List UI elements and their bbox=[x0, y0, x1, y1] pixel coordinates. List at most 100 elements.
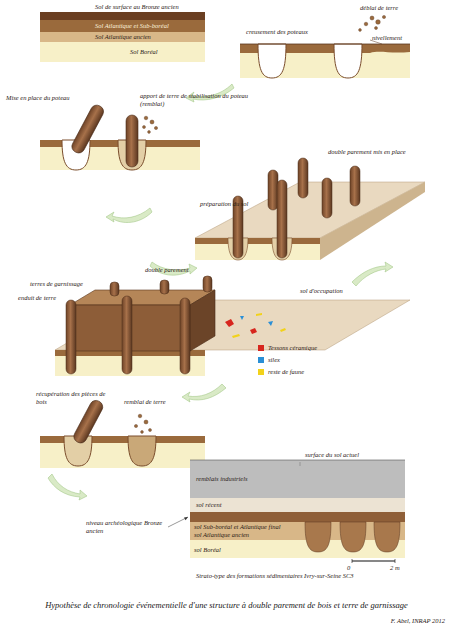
drawing-path bbox=[250, 328, 257, 334]
drawing-line bbox=[240, 44, 410, 45]
drawing-rect bbox=[240, 44, 410, 78]
annotation-label: nivellement bbox=[372, 34, 427, 42]
annotation-label: apport de terre de stabilisation du pote… bbox=[140, 92, 250, 108]
drawing-circle bbox=[143, 126, 146, 129]
drawing-rect bbox=[40, 140, 200, 170]
drawing-rect bbox=[40, 42, 205, 62]
drawing-rect bbox=[40, 32, 205, 42]
drawing-rect bbox=[180, 298, 190, 374]
legend-swatch bbox=[258, 357, 264, 363]
drawing-circle bbox=[150, 120, 154, 124]
drawing-path bbox=[305, 522, 331, 552]
legend-text: reste de faune bbox=[268, 368, 304, 376]
drawing-circle bbox=[375, 27, 378, 30]
drawing-path bbox=[128, 436, 156, 466]
occupied-structure bbox=[55, 276, 410, 376]
annotation-label: terres de garnissage bbox=[30, 280, 100, 288]
drawing-rect bbox=[322, 178, 332, 218]
annotation-label: préparation du sol bbox=[200, 200, 270, 208]
drawing-path bbox=[106, 208, 152, 223]
annotation-label: sol Atlantique ancien bbox=[194, 531, 294, 539]
drawing-circle bbox=[359, 29, 362, 32]
legend-row: silex bbox=[258, 356, 280, 364]
drawing-circle bbox=[154, 126, 157, 129]
drawing-path bbox=[232, 334, 240, 338]
wood-recovery bbox=[40, 398, 205, 468]
drawing-line bbox=[190, 460, 405, 461]
legend-swatch bbox=[258, 345, 264, 351]
annotation-label: remblais industriels bbox=[196, 475, 286, 483]
drawing-rect bbox=[40, 20, 205, 32]
post-holes-dug bbox=[240, 15, 410, 78]
drawing-g bbox=[143, 116, 158, 133]
drawing-path bbox=[48, 474, 87, 500]
annotation-label: creusement des poteaux bbox=[246, 28, 326, 36]
annotation-label: F. Abel, INRAP 2012 bbox=[330, 617, 445, 625]
drawing-path bbox=[334, 44, 362, 78]
drawing-line bbox=[352, 560, 395, 561]
annotation-label: 2 m bbox=[390, 564, 410, 572]
drawing-rect bbox=[350, 166, 360, 206]
drawing-rect bbox=[160, 280, 169, 294]
double-facing-posts bbox=[195, 158, 425, 260]
drawing-rect bbox=[298, 158, 308, 198]
drawing-circle bbox=[144, 116, 148, 120]
drawing-polygon bbox=[320, 182, 425, 260]
drawing-rect bbox=[110, 282, 119, 296]
drawing-circle bbox=[144, 420, 148, 424]
drawing-rect bbox=[190, 460, 405, 498]
drawing-circle bbox=[149, 429, 152, 432]
annotation-label: Sol de surface au Bronze ancien bbox=[95, 3, 205, 11]
drawing-path bbox=[258, 44, 286, 78]
annotation-label: 0 bbox=[347, 564, 359, 572]
drawing-line bbox=[168, 517, 188, 527]
strata-section bbox=[168, 460, 405, 563]
annotation-label: Sol Atlantique et Sub-boréal bbox=[95, 22, 205, 30]
drawing-rect bbox=[190, 522, 405, 540]
annotation-label: sol Boréal bbox=[194, 546, 274, 554]
drawing-g bbox=[359, 15, 386, 31]
annotation-label: récupération des pièces de bois bbox=[36, 390, 106, 406]
drawing-rect bbox=[40, 436, 205, 468]
post-placement bbox=[40, 103, 200, 170]
drawing-path bbox=[374, 522, 400, 552]
drawing-rect bbox=[195, 238, 320, 244]
drawing-path bbox=[225, 319, 234, 327]
legend-row: Tessons céramique bbox=[258, 344, 317, 352]
drawing-rect bbox=[190, 498, 405, 512]
drawing-rect bbox=[70, 103, 106, 155]
sequence-arrows bbox=[48, 84, 393, 500]
annotation-label: Mise en place du poteau bbox=[6, 94, 86, 102]
caption: Hypothèse de chronologie événementielle … bbox=[14, 600, 439, 610]
drawing-rect bbox=[66, 300, 76, 374]
drawing-polygon bbox=[190, 290, 215, 351]
drawing-rect bbox=[72, 398, 105, 445]
drawing-circle bbox=[134, 424, 137, 427]
drawing-rect bbox=[126, 115, 138, 167]
drawing-g bbox=[72, 398, 105, 445]
drawing-circle bbox=[364, 22, 368, 26]
drawing-line bbox=[352, 559, 353, 563]
drawing-g bbox=[134, 414, 151, 433]
annotation-label: double parement bbox=[145, 266, 215, 274]
drawing-rect bbox=[195, 238, 320, 260]
legend-text: silex bbox=[268, 356, 280, 364]
soil-profile bbox=[40, 12, 205, 62]
drawing-rect bbox=[277, 180, 287, 258]
annotation-label: double parement mis en place bbox=[328, 148, 428, 156]
annotation-label: sol Sub-boréal et Atlantique final bbox=[194, 523, 304, 531]
drawing-path bbox=[280, 328, 286, 332]
annotation-label: déblai de terre bbox=[360, 4, 430, 12]
legend-text: Tessons céramique bbox=[268, 344, 317, 352]
drawing-line bbox=[300, 462, 301, 466]
drawing-rect bbox=[268, 170, 278, 210]
drawing-path bbox=[184, 517, 188, 520]
drawing-circle bbox=[138, 414, 142, 418]
annotation-label: Sol Boréal bbox=[130, 48, 200, 56]
annotation-label: Strato-type des formations sédimentaires… bbox=[196, 572, 356, 580]
drawing-circle bbox=[382, 15, 385, 18]
drawing-path bbox=[182, 384, 226, 402]
drawing-path bbox=[268, 321, 273, 326]
drawing-circle bbox=[370, 16, 374, 20]
annotation-label: enduit de terre bbox=[18, 294, 66, 302]
